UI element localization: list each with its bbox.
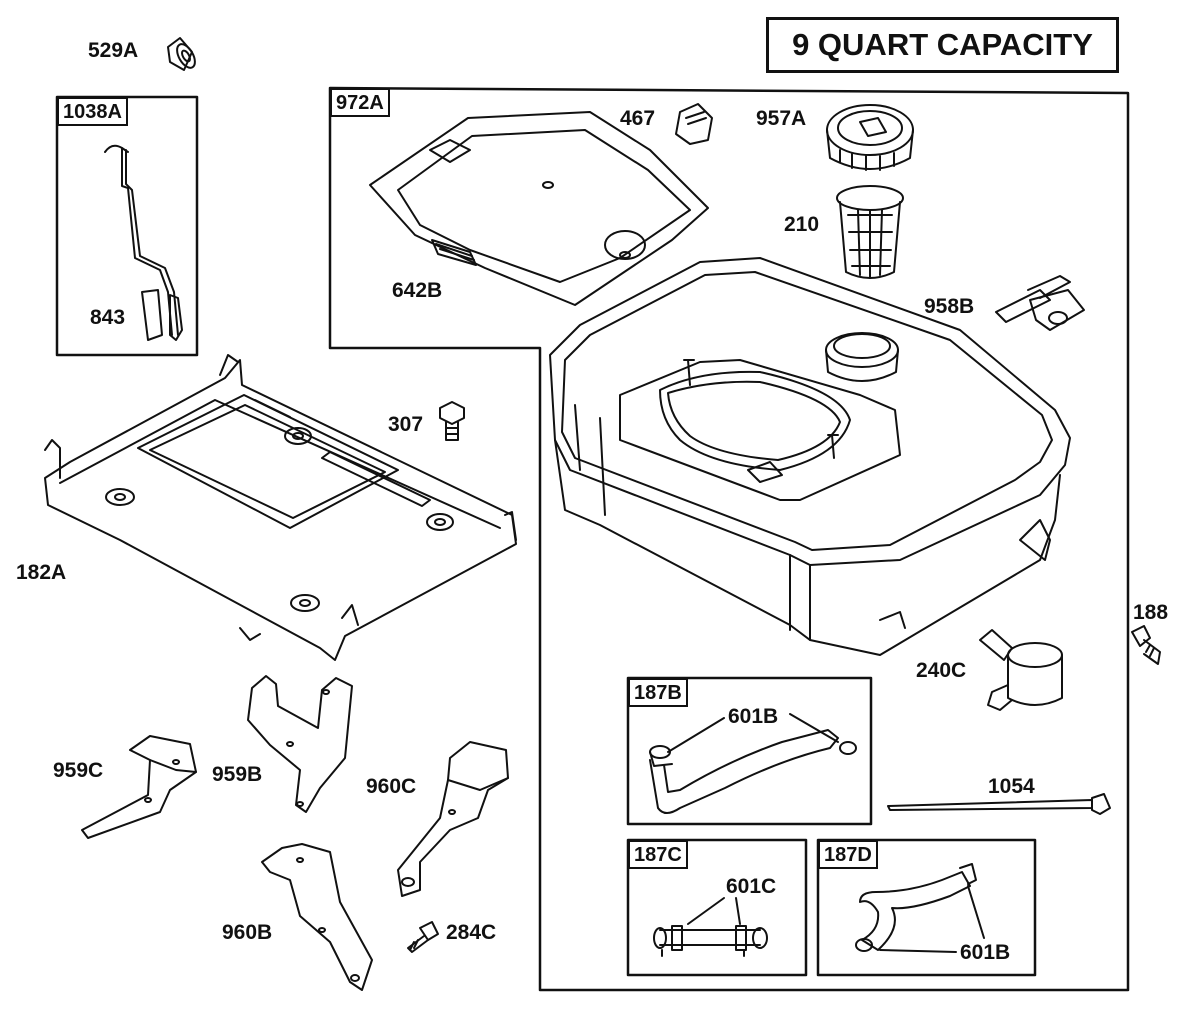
part-label-843: 843 [90, 306, 126, 329]
part-958B-shutoff-valve [995, 275, 1085, 331]
part-284C-screw [407, 921, 439, 953]
part-label-210: 210 [784, 213, 820, 236]
part-label-601B-lower: 601B [960, 941, 1011, 964]
part-label-467: 467 [620, 107, 656, 130]
part-label-284C: 284C [446, 921, 497, 944]
group-187D-outline [816, 838, 1037, 977]
part-label-601B-upper: 601B [728, 705, 779, 728]
part-label-188: 188 [1133, 601, 1169, 624]
part-1054-tie-strap [887, 793, 1111, 815]
group-972A-outline [328, 86, 1130, 992]
part-fuel-tank [549, 257, 1071, 656]
part-601B-hose-curved [855, 863, 985, 953]
group-label-187B: 187B [628, 678, 688, 707]
part-529A-plug [167, 37, 196, 71]
group-label-1038A: 1038A [57, 97, 128, 126]
part-960C-bracket [397, 741, 509, 897]
part-957A-fuel-cap [826, 104, 914, 171]
part-label-642B: 642B [392, 279, 443, 302]
part-188-screw [1131, 625, 1161, 665]
part-label-240C: 240C [916, 659, 967, 682]
part-label-307: 307 [388, 413, 424, 436]
part-label-182A: 182A [16, 561, 67, 584]
group-187B-outline [626, 676, 873, 826]
part-959C-bracket [81, 735, 197, 839]
part-642B-cover [369, 111, 709, 306]
capacity-title: 9 QUART CAPACITY [766, 17, 1119, 73]
part-label-960C: 960C [366, 775, 417, 798]
part-959B-bracket [247, 675, 353, 813]
part-label-959C: 959C [53, 759, 104, 782]
part-843-dipstick [104, 144, 183, 341]
part-label-601C: 601C [726, 875, 777, 898]
part-240C-filter [979, 629, 1063, 711]
part-label-958B: 958B [924, 295, 975, 318]
group-label-187D: 187D [818, 840, 878, 869]
part-601B-hose-bent [649, 713, 857, 814]
part-601C-hose-straight [653, 897, 768, 957]
part-label-959B: 959B [212, 763, 263, 786]
part-210-strainer [836, 185, 904, 279]
group-label-187C: 187C [628, 840, 688, 869]
part-960B-bracket [261, 843, 373, 991]
part-307-bolt [439, 401, 465, 441]
group-label-972A: 972A [330, 88, 390, 117]
part-182A-frame [44, 354, 517, 661]
part-label-1054: 1054 [988, 775, 1035, 798]
part-label-529A: 529A [88, 39, 139, 62]
group-187C-outline [626, 838, 808, 977]
part-label-957A: 957A [756, 107, 807, 130]
part-467-knob [675, 103, 713, 145]
part-label-960B: 960B [222, 921, 273, 944]
